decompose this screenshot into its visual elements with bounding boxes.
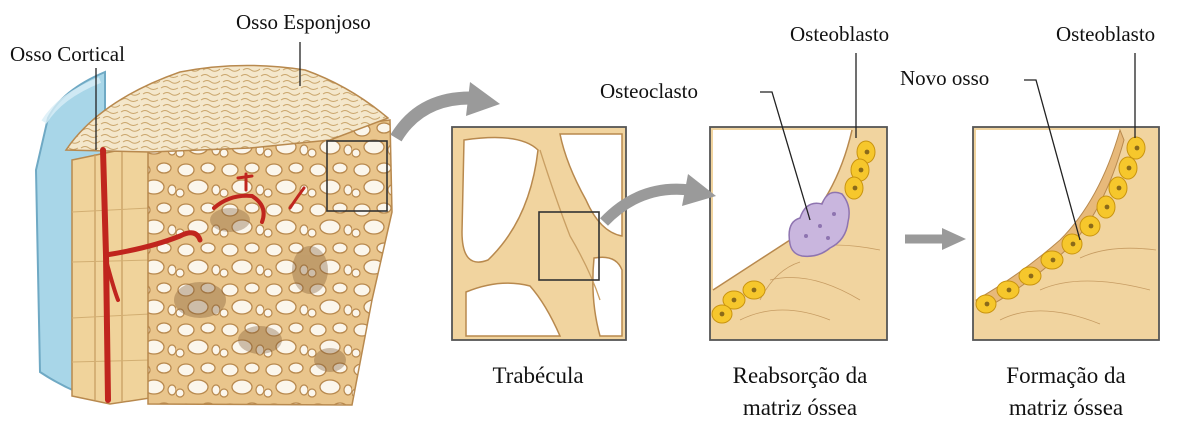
caption-reabsorcao-line-1: Reabsorção da bbox=[700, 360, 900, 392]
formation-panel bbox=[973, 127, 1159, 340]
label-osso-cortical: Osso Cortical bbox=[10, 42, 125, 66]
caption-trabecula: Trabécula bbox=[458, 360, 618, 392]
bone-block bbox=[36, 65, 392, 405]
trabecula-cavity-4 bbox=[593, 257, 622, 336]
caption-formacao-line-2: matriz óssea bbox=[966, 392, 1166, 424]
label-novo-osso: Novo osso bbox=[900, 66, 989, 90]
caption-reabsorcao-line-2: matriz óssea bbox=[700, 392, 900, 424]
spongy-bone bbox=[148, 120, 392, 405]
trabecula-panel bbox=[452, 127, 626, 340]
label-osso-esponjoso: Osso Esponjoso bbox=[236, 10, 371, 34]
label-osteoclasto: Osteoclasto bbox=[600, 79, 698, 103]
arrow-reabsorption-to-formation bbox=[905, 228, 966, 250]
label-osteoblasto-1: Osteoblasto bbox=[790, 22, 889, 46]
label-osteoblasto-2: Osteoblasto bbox=[1056, 22, 1155, 46]
caption-formacao-line-1: Formação da bbox=[966, 360, 1166, 392]
reabsorption-panel bbox=[710, 127, 887, 340]
